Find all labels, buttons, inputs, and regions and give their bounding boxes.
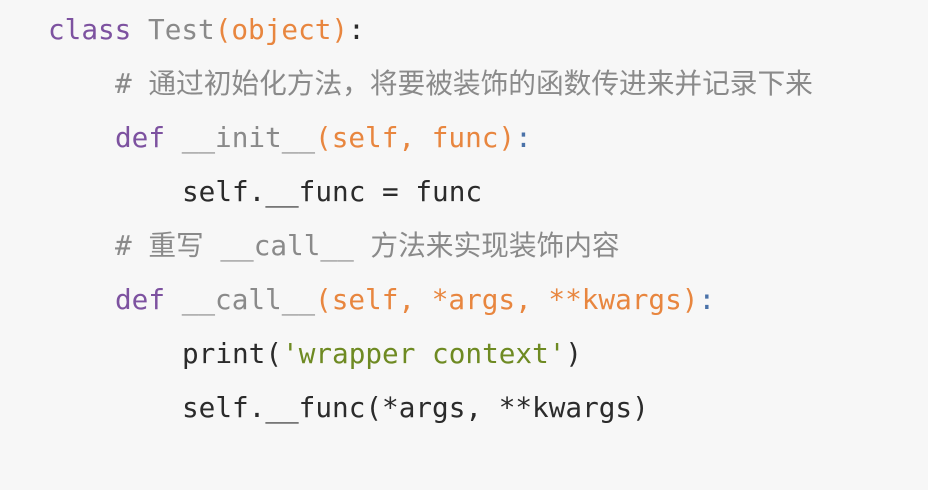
code-token-param: (self, func) xyxy=(315,121,516,154)
code-token-keyword: class xyxy=(48,13,132,46)
code-token-plain: ) xyxy=(565,337,583,370)
code-token-param: (self, *args, **kwargs) xyxy=(315,283,699,316)
code-token-keyword: def xyxy=(115,121,166,154)
code-line: self.__func(*args, **kwargs) xyxy=(48,381,813,435)
code-token-keyword: def xyxy=(115,283,166,316)
code-line: # 通过初始化方法，将要被装饰的函数传进来并记录下来 xyxy=(48,57,813,111)
code-block: class Test(object): # 通过初始化方法，将要被装饰的函数传进来… xyxy=(48,3,813,435)
code-token-comment: # 重写 __call__ 方法来实现装饰内容 xyxy=(115,229,620,262)
code-token-plain: self.__func = func xyxy=(182,175,483,208)
code-token-name: Test xyxy=(148,13,215,46)
code-token-plain xyxy=(165,283,182,316)
code-token-punct: : xyxy=(348,13,365,46)
code-token-plain xyxy=(165,121,182,154)
code-token-colon-def: : xyxy=(698,283,716,316)
code-line: print('wrapper context') xyxy=(48,327,813,381)
code-token-plain: print( xyxy=(182,337,283,370)
code-token-string: 'wrapper context' xyxy=(282,337,566,370)
code-line: class Test(object): xyxy=(48,3,813,57)
code-token-name: __init__ xyxy=(181,121,316,154)
code-token-plain: self.__func(*args, **kwargs) xyxy=(182,391,649,424)
code-token-param: (object) xyxy=(214,13,349,46)
code-token-plain xyxy=(131,13,148,46)
code-line: self.__func = func xyxy=(48,165,813,219)
code-token-colon-def: : xyxy=(515,121,532,154)
code-token-name: __call__ xyxy=(181,283,316,316)
code-line: # 重写 __call__ 方法来实现装饰内容 xyxy=(48,219,813,273)
code-line: def __init__(self, func): xyxy=(48,111,813,165)
code-line: def __call__(self, *args, **kwargs): xyxy=(48,273,813,327)
code-token-comment: # 通过初始化方法，将要被装饰的函数传进来并记录下来 xyxy=(115,67,813,100)
